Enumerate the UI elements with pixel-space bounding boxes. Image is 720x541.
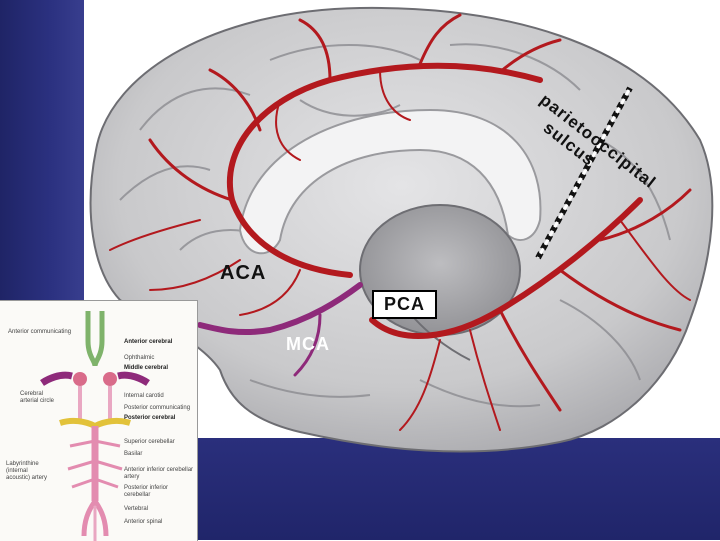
inset-right-label-8: Basilar bbox=[124, 451, 143, 457]
inset-right-label-5: Posterior communicating bbox=[124, 405, 191, 411]
mca-label: MCA bbox=[286, 334, 330, 354]
inset-right-label-2: Ophthalmic bbox=[124, 355, 155, 361]
inset-right-label-6: Posterior cerebral bbox=[124, 415, 176, 421]
circle-of-willis-inset: Anterior communicating Cerebral arterial… bbox=[0, 300, 198, 541]
inset-right-label-1: Anterior cerebral bbox=[124, 339, 173, 345]
inset-right-label-7: Superior cerebellar bbox=[124, 439, 175, 445]
inset-left-label-3: Labyrinthine (internal acoustic) artery bbox=[6, 461, 48, 481]
aca-label: ACA bbox=[220, 262, 267, 284]
circle-of-willis-diagram bbox=[40, 311, 150, 541]
inset-right-label-3: Middle cerebral bbox=[124, 365, 169, 371]
middle-cerebral-artery bbox=[197, 282, 363, 336]
inset-right-label-12: Anterior spinal bbox=[124, 519, 163, 525]
inset-right-label-10: Posterior inferior cerebellar bbox=[124, 485, 169, 498]
inset-right-label-9: Anterior inferior cerebellar artery bbox=[124, 467, 194, 480]
inset-right-label-4: Internal carotid bbox=[124, 393, 164, 399]
pca-label: PCA bbox=[372, 290, 438, 319]
inset-left-label-2: Cerebral arterial circle bbox=[20, 391, 55, 404]
inset-right-label-11: Vertebral bbox=[124, 506, 149, 512]
parietooccipital-sulcus-line bbox=[535, 86, 633, 260]
anterior-cerebral-artery bbox=[226, 62, 543, 278]
corpus-callosum bbox=[238, 108, 542, 255]
inset-left-label-1: Anterior communicating bbox=[8, 329, 72, 335]
